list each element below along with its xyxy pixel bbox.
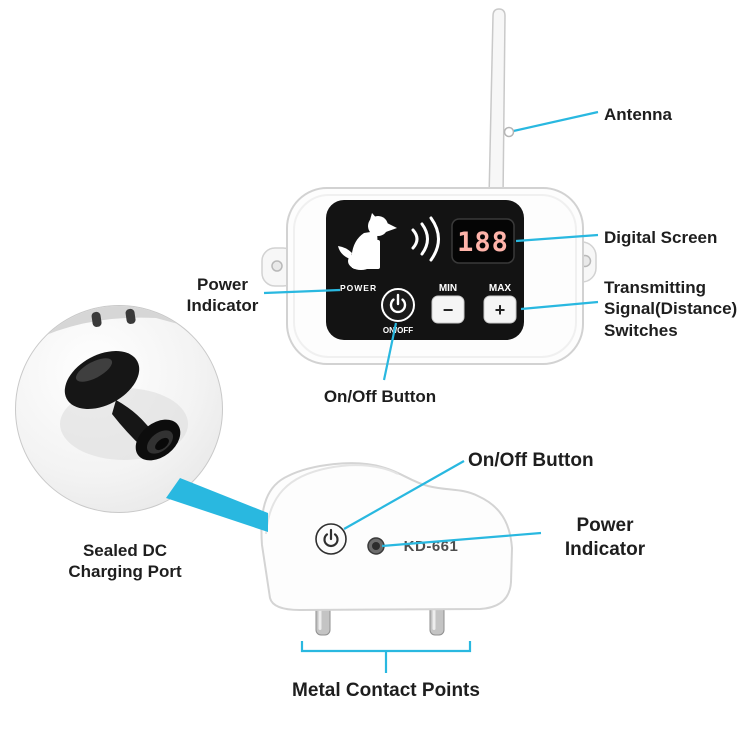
antenna-label: Antenna (604, 105, 672, 124)
minus-icon: − (443, 300, 454, 320)
on-off-button-rx-label: On/Off Button (468, 450, 594, 471)
on-off-panel-label: ON/OFF (383, 326, 413, 335)
on-off-button-tx-label: On/Off Button (323, 387, 437, 406)
callout-line-switches (520, 300, 599, 311)
transmitter-body (286, 187, 584, 365)
receiver-power-indicator-led (367, 537, 385, 555)
digital-screen-label: Digital Screen (604, 228, 718, 247)
power-icon (389, 298, 407, 314)
control-panel (326, 200, 524, 340)
ear-hole-icon (578, 254, 592, 268)
max-label: MAX (489, 283, 512, 294)
callout-line-power-indicator-tx (263, 288, 341, 295)
ear-hole-icon (271, 260, 283, 272)
screen-value: 188 (457, 227, 509, 258)
antenna-marker-dot (503, 126, 515, 138)
min-label: MIN (439, 283, 457, 294)
digital-screen: 188 (451, 218, 515, 264)
transmitting-switches-label: Transmitting Signal(Distance) Switches (604, 278, 738, 340)
power-icon (323, 533, 339, 548)
plus-icon: + (495, 300, 506, 320)
callout-line-on-off-rx (343, 460, 465, 530)
charging-port-plug (64, 351, 181, 461)
metal-contact-points-label: Metal Contact Points (292, 680, 480, 701)
transmitter-power-button (381, 288, 415, 322)
callout-line-on-off-tx (382, 322, 398, 381)
port-pin-icon (91, 311, 102, 327)
signal-waves-icon (411, 216, 440, 262)
power-indicator-panel-label: POWER (340, 283, 377, 293)
charging-port-inset (15, 305, 223, 513)
charging-port-graphic (16, 306, 222, 461)
receiver-seam (265, 464, 399, 535)
signal-increase-button: + (483, 295, 517, 324)
dog-icon (338, 213, 397, 270)
callout-line-digital-screen (515, 233, 599, 243)
model-number: KD-661 (404, 538, 459, 555)
receiver-body (260, 462, 514, 612)
port-pin-icon (125, 308, 136, 324)
receiver-power-button (315, 523, 347, 555)
transmitter-body-inner-edge (293, 194, 577, 358)
metal-contact-left (315, 603, 331, 636)
sealed-dc-charging-port-label: Sealed DC Charging Port (68, 541, 182, 582)
power-indicator-rx-label: Power Indicator (564, 515, 646, 560)
callout-line-power-indicator-rx (381, 531, 542, 548)
antenna (488, 8, 506, 199)
callout-bracket-metal-contacts (300, 641, 472, 673)
signal-decrease-button: − (431, 295, 465, 324)
power-indicator-tx-label: Power Indicator (186, 275, 259, 316)
metal-contact-right (429, 603, 445, 636)
mounting-ear-right (555, 241, 597, 283)
callout-line-antenna (508, 110, 599, 134)
